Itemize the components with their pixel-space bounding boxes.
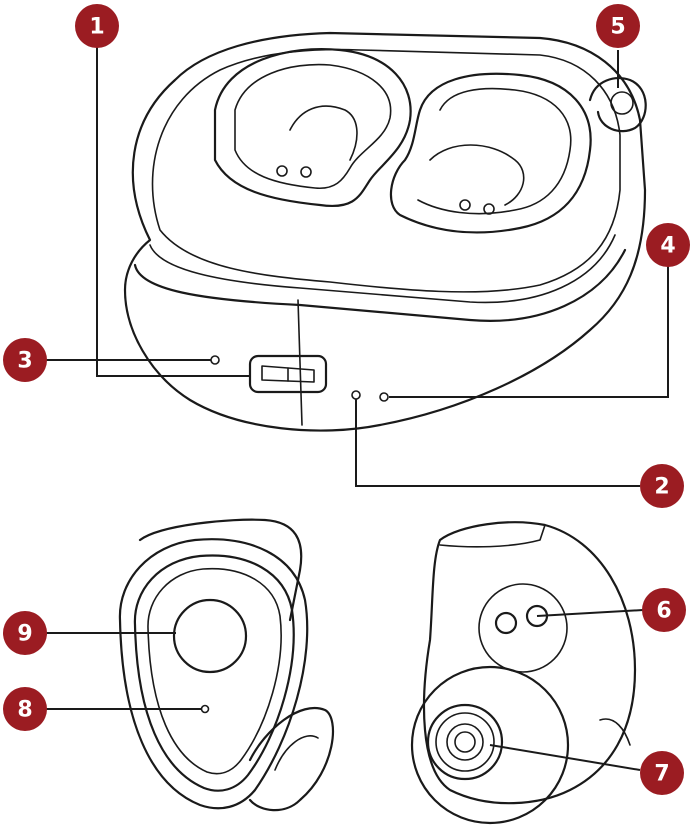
- callout-2-label: 2: [654, 475, 669, 500]
- contact-area: [479, 584, 567, 672]
- callout-4: 4: [646, 223, 690, 267]
- callout-2: 2: [640, 464, 684, 508]
- led-right: [380, 393, 388, 401]
- callout-7: 7: [640, 751, 684, 795]
- charging-case: [125, 33, 646, 431]
- earbud-back: [412, 522, 635, 823]
- callout-3: 3: [3, 338, 47, 382]
- reset-hole: [211, 356, 219, 364]
- callout-8-label: 8: [17, 698, 32, 723]
- callout-5: 5: [596, 4, 640, 48]
- left-cavity: [215, 49, 411, 206]
- callout-9: 9: [3, 611, 47, 655]
- microphone-hole: [202, 706, 209, 713]
- callout-4-label: 4: [660, 234, 675, 259]
- callout-3-label: 3: [17, 349, 32, 374]
- callout-6: 6: [642, 588, 686, 632]
- callout-9-label: 9: [17, 622, 32, 647]
- callout-7-label: 7: [654, 762, 669, 787]
- callout-1: 1: [75, 4, 119, 48]
- earbud-front: [120, 520, 333, 810]
- led-left: [352, 391, 360, 399]
- callout-1-label: 1: [89, 15, 104, 40]
- touch-button: [174, 600, 246, 672]
- callout-8: 8: [3, 687, 47, 731]
- callout-5-label: 5: [610, 15, 625, 40]
- usb-port: [250, 356, 326, 392]
- charging-contact-1: [496, 613, 516, 633]
- right-cavity: [391, 74, 591, 233]
- callout-6-label: 6: [656, 599, 671, 624]
